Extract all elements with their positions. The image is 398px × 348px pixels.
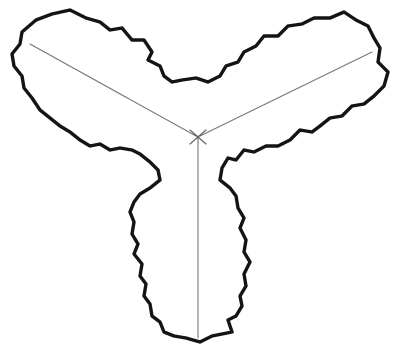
y-shape-outline <box>12 10 388 342</box>
